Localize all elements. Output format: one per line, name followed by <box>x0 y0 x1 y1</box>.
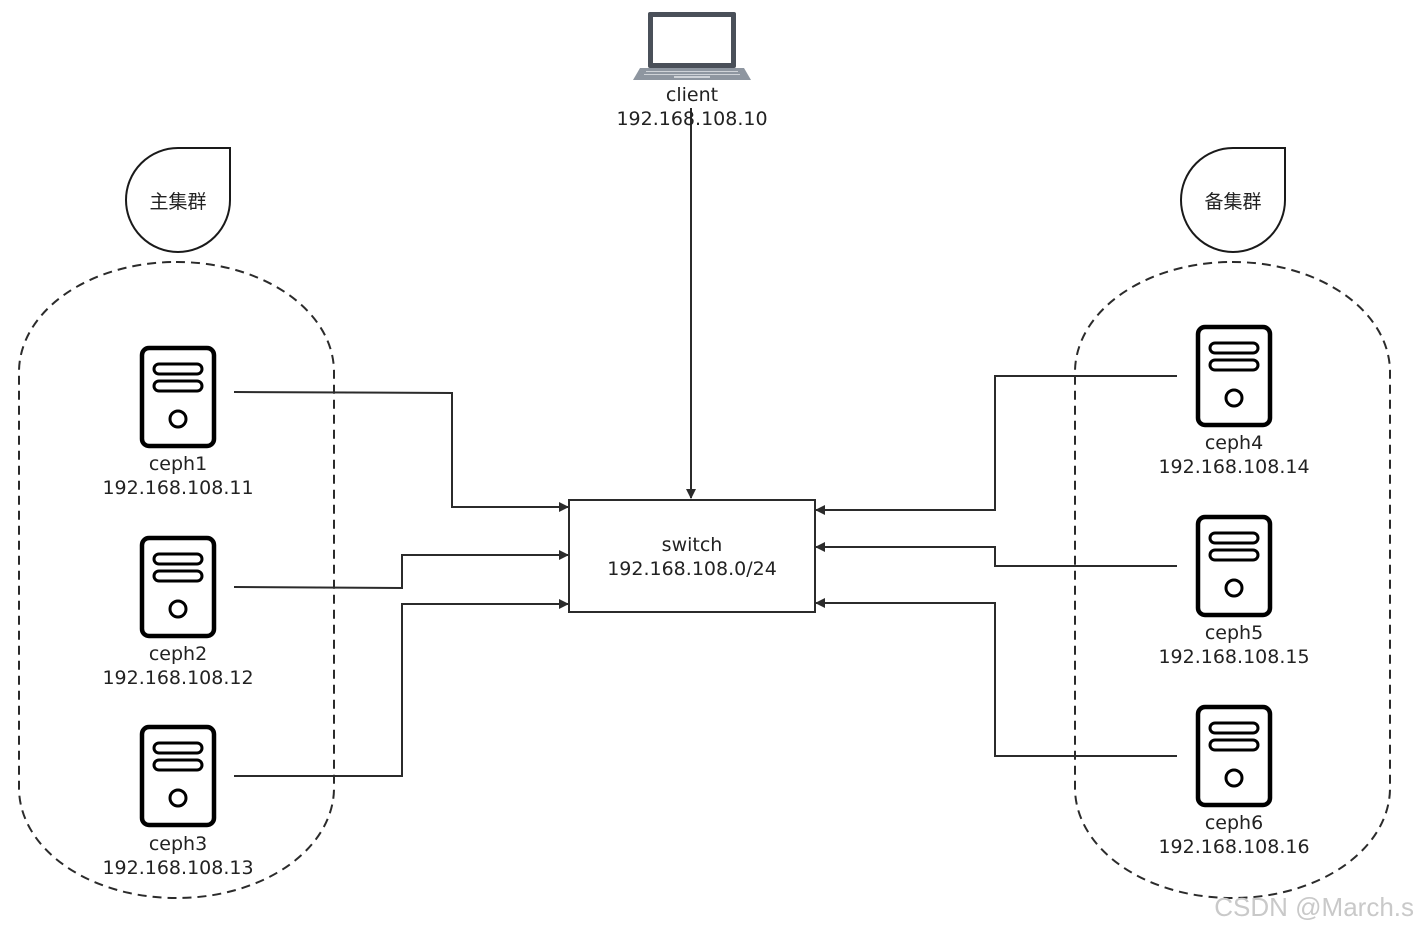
server-icon <box>142 348 214 446</box>
laptop-icon <box>633 12 751 80</box>
server-ip: 192.168.108.12 <box>102 667 253 689</box>
switch-node: switch 192.168.108.0/24 <box>568 499 816 613</box>
ceph1-to-switch-link <box>233 391 569 512</box>
ceph5-to-switch-link <box>815 542 1177 567</box>
server-icon <box>1198 707 1270 805</box>
switch-subnet: 192.168.108.0/24 <box>607 558 777 580</box>
backup-cluster-tag: 备集群 <box>1180 147 1286 253</box>
client-name: client <box>666 84 718 106</box>
ceph6-to-switch-link <box>815 598 1177 757</box>
primary-cluster-boundary <box>18 261 335 899</box>
server-node: ceph2 192.168.108.12 <box>102 538 254 689</box>
server-ip: 192.168.108.15 <box>1158 646 1309 668</box>
client-node: client 192.168.108.10 <box>616 12 768 130</box>
server-icon <box>142 538 214 636</box>
server-name: ceph1 <box>149 453 207 475</box>
server-name: ceph6 <box>1205 812 1263 834</box>
ceph4-to-switch-link <box>815 375 1177 515</box>
backup-cluster-label: 备集群 <box>1204 191 1261 213</box>
primary-cluster-label: 主集群 <box>149 191 206 213</box>
primary-cluster-tag: 主集群 <box>125 147 231 253</box>
connections <box>233 108 1177 777</box>
server-name: ceph5 <box>1205 622 1263 644</box>
server-node: ceph5 192.168.108.15 <box>1158 517 1310 668</box>
server-ip: 192.168.108.16 <box>1158 836 1309 858</box>
server-icon <box>1198 517 1270 615</box>
watermark: CSDN @March.s <box>1214 892 1414 922</box>
backup-cluster-boundary <box>1074 261 1391 899</box>
server-node: ceph4 192.168.108.14 <box>1158 327 1310 478</box>
ceph3-to-switch-link <box>234 599 569 777</box>
server-ip: 192.168.108.11 <box>102 477 253 499</box>
server-ip: 192.168.108.14 <box>1158 456 1309 478</box>
server-icon <box>1198 327 1270 425</box>
ceph2-to-switch-link <box>233 550 569 590</box>
client-ip: 192.168.108.10 <box>616 108 767 130</box>
server-ip: 192.168.108.13 <box>102 857 253 879</box>
server-icon <box>142 727 214 825</box>
server-name: ceph4 <box>1205 432 1263 454</box>
server-node: ceph3 192.168.108.13 <box>102 727 254 879</box>
server-node: ceph1 192.168.108.11 <box>102 348 254 499</box>
server-node: ceph6 192.168.108.16 <box>1158 707 1310 858</box>
switch-name: switch <box>662 534 723 556</box>
server-name: ceph3 <box>149 833 207 855</box>
server-name: ceph2 <box>149 643 207 665</box>
